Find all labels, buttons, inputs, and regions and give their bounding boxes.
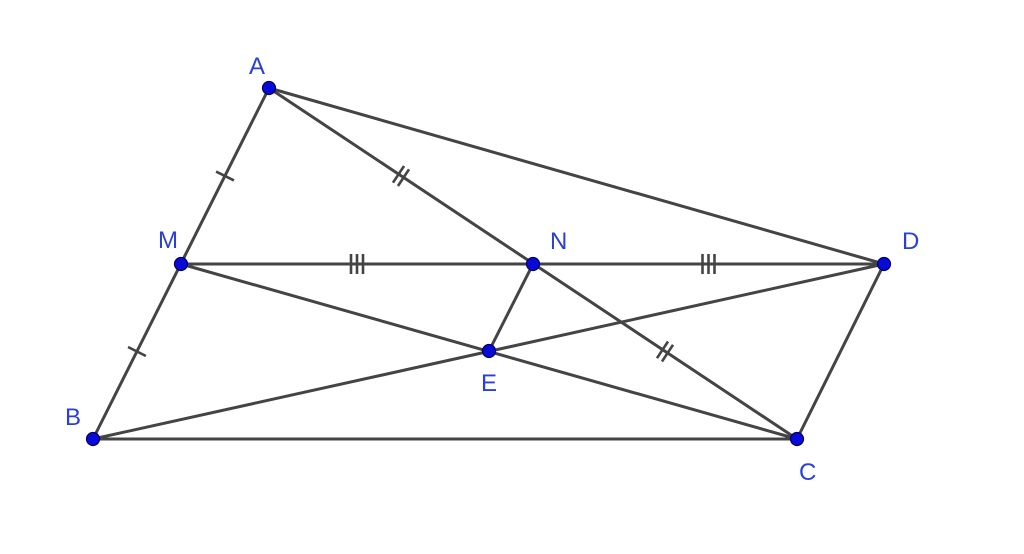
point-e[interactable]: [481, 343, 497, 359]
point-label-d: D: [902, 228, 919, 255]
equal-tick-mb-1: [127, 345, 147, 358]
point-c[interactable]: [789, 431, 805, 447]
point-n[interactable]: [525, 256, 541, 272]
point-label-m: M: [158, 227, 178, 254]
point-d[interactable]: [876, 256, 892, 272]
segment-ad: [267, 86, 886, 266]
segment-ne: [487, 262, 535, 353]
points-layer: [85, 80, 892, 447]
point-label-a: A: [249, 53, 265, 80]
equal-tick-am-1: [215, 170, 235, 182]
point-label-e: E: [481, 370, 497, 397]
point-b[interactable]: [85, 431, 101, 447]
equal-tick-an-2: [396, 168, 411, 187]
equal-tick-nc-1: [655, 340, 670, 359]
point-label-c: C: [799, 459, 816, 486]
point-label-n: N: [550, 228, 567, 255]
equal-tick-nc-2: [660, 344, 675, 363]
tick-marks-layer: [127, 165, 716, 363]
point-m[interactable]: [173, 256, 189, 272]
point-a[interactable]: [261, 80, 277, 96]
equal-tick-an-1: [391, 165, 406, 184]
point-label-b: B: [65, 404, 81, 431]
labels-layer: A M N D E B C: [65, 53, 919, 486]
segment-cd: [795, 262, 886, 441]
